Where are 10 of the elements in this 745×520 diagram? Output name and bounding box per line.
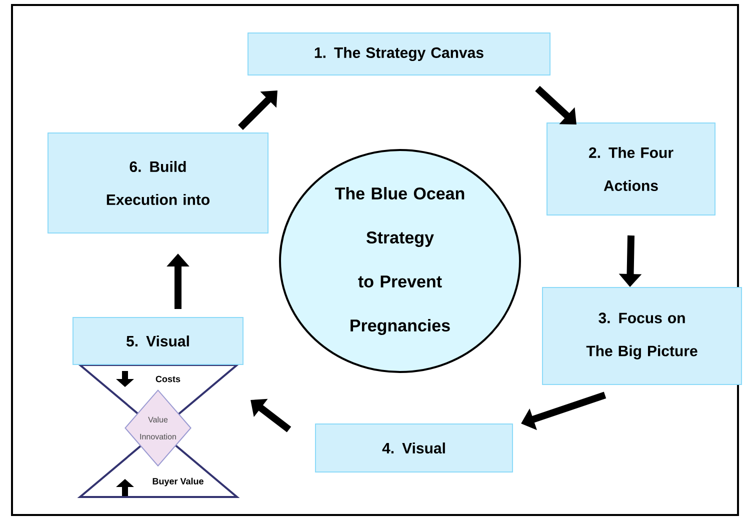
process-box: 2. The Four Actions (546, 122, 716, 216)
process-box: 6. Build Execution into (48, 132, 268, 234)
process-box: 1. The Strategy Canvas (248, 32, 550, 76)
process-box: 4. Visual (315, 424, 513, 472)
axis-label: Costs (156, 376, 180, 382)
process-box: 5. Visual (72, 317, 244, 365)
arrow (535, 86, 576, 124)
arrow (238, 90, 278, 130)
axis-label: Buyer Value (152, 478, 204, 486)
process-box: 3. Focus on The Big Picture (542, 287, 742, 385)
